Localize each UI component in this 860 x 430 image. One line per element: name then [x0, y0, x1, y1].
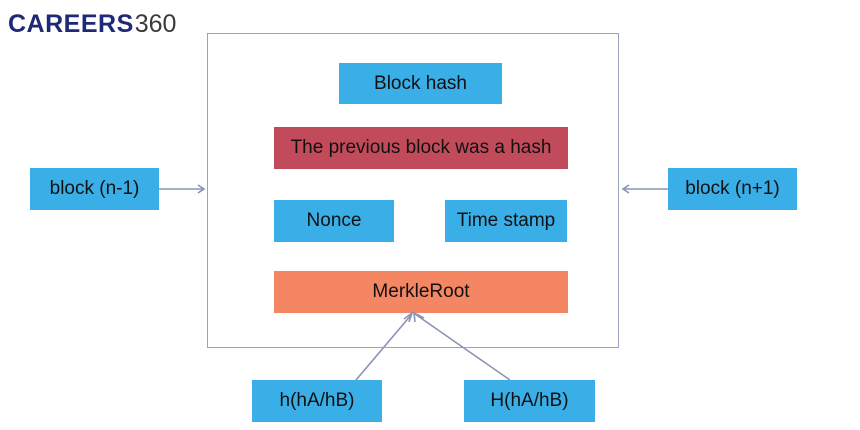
block-n-minus-1-box: block (n-1) — [30, 168, 159, 210]
nonce-box: Nonce — [274, 200, 394, 242]
time-stamp-box: Time stamp — [445, 200, 567, 242]
merkle-root-box: MerkleRoot — [274, 271, 568, 313]
previous-block-hash-box: The previous block was a hash — [274, 127, 568, 169]
arrow-merkle-head-left-icon — [403, 310, 414, 323]
logo-brand-text: CAREERS — [8, 10, 134, 38]
h-left-hash-box: h(hA/hB) — [252, 380, 382, 422]
block-hash-box: Block hash — [339, 63, 502, 104]
arrow-prev-head-icon — [197, 184, 206, 194]
arrow-h-right-to-merkle — [414, 313, 511, 381]
careers360-logo: CAREERS 360 — [8, 10, 176, 40]
block-frame — [207, 33, 619, 348]
arrow-h-left-to-merkle — [355, 313, 413, 381]
h-right-hash-box: H(hA/hB) — [464, 380, 595, 422]
arrow-merkle-head-right-icon — [413, 311, 425, 323]
logo-number-text: 360 — [134, 10, 177, 38]
arrow-next-head-icon — [621, 184, 630, 194]
block-n-plus-1-box: block (n+1) — [668, 168, 797, 210]
